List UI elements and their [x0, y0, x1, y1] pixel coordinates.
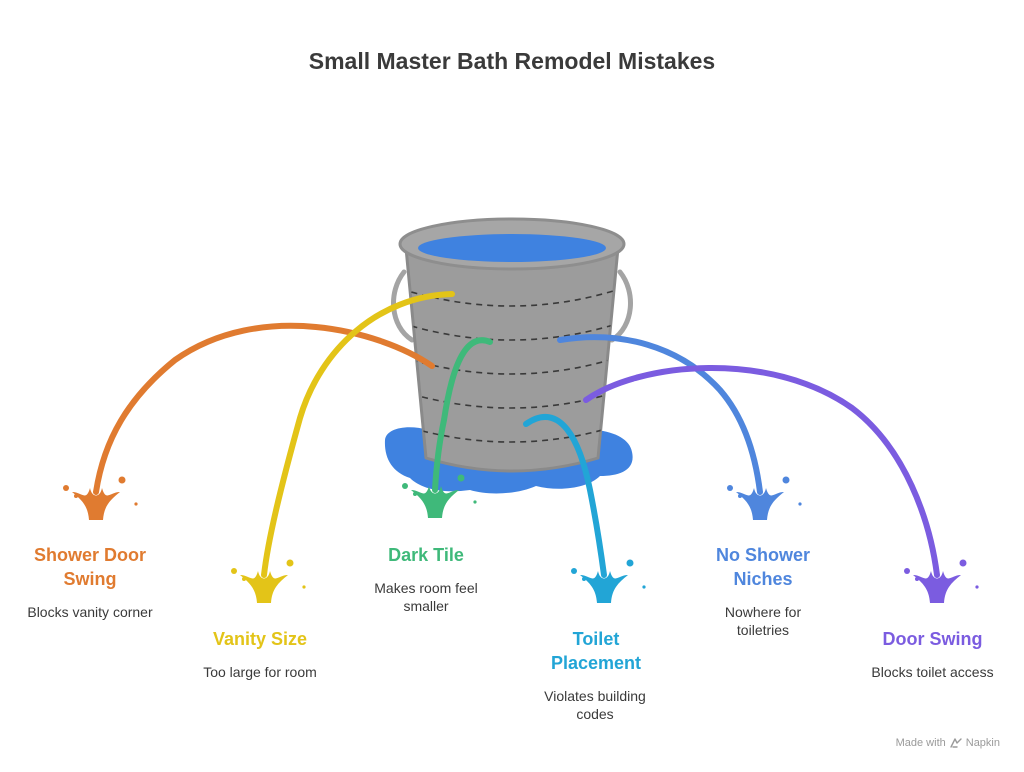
- bucket-body: [404, 246, 620, 473]
- label-dark-tile: Dark Tile: [388, 545, 464, 565]
- stream-vanity-size: [261, 291, 455, 578]
- napkin-brand-text: Napkin: [965, 737, 1000, 749]
- made-with-text: Made with: [895, 737, 946, 749]
- napkin-logo-icon: [950, 738, 962, 748]
- stream-toilet-placement: [523, 414, 607, 578]
- label-door-swing: Door Swing: [882, 629, 983, 649]
- desc-no-shower-niches: Nowhere for toiletries: [724, 604, 802, 638]
- made-with-napkin: Made with Napkin: [896, 737, 1000, 749]
- bucket-water: [418, 234, 606, 262]
- stream-shower-door-swing: [93, 322, 435, 495]
- splash-icon-vanity-size: [231, 559, 306, 603]
- page-title: Small Master Bath Remodel Mistakes: [308, 48, 716, 74]
- splash-icon-shower-door-swing: [63, 476, 138, 520]
- label-toilet-placement: Toilet Placement: [550, 629, 642, 673]
- label-shower-door-swing: Shower Door Swing: [33, 545, 146, 589]
- desc-vanity-size: Too large for room: [203, 664, 317, 680]
- stream-door-swing: [583, 365, 940, 578]
- desc-toilet-placement: Violates building codes: [544, 688, 646, 722]
- desc-door-swing: Blocks toilet access: [871, 664, 994, 680]
- splash-icon-no-shower-niches: [727, 476, 802, 520]
- splash-icon-toilet-placement: [571, 559, 646, 603]
- stream-dark-tile: [432, 337, 493, 493]
- desc-dark-tile: Makes room feel smaller: [374, 580, 478, 614]
- splash-icon-door-swing: [904, 559, 979, 603]
- splash-icon-dark-tile: [402, 474, 477, 518]
- label-no-shower-niches: No Shower Niches: [715, 545, 810, 589]
- stream-no-shower-niches: [557, 334, 763, 495]
- desc-shower-door-swing: Blocks vanity corner: [27, 604, 153, 620]
- label-vanity-size: Vanity Size: [212, 629, 308, 649]
